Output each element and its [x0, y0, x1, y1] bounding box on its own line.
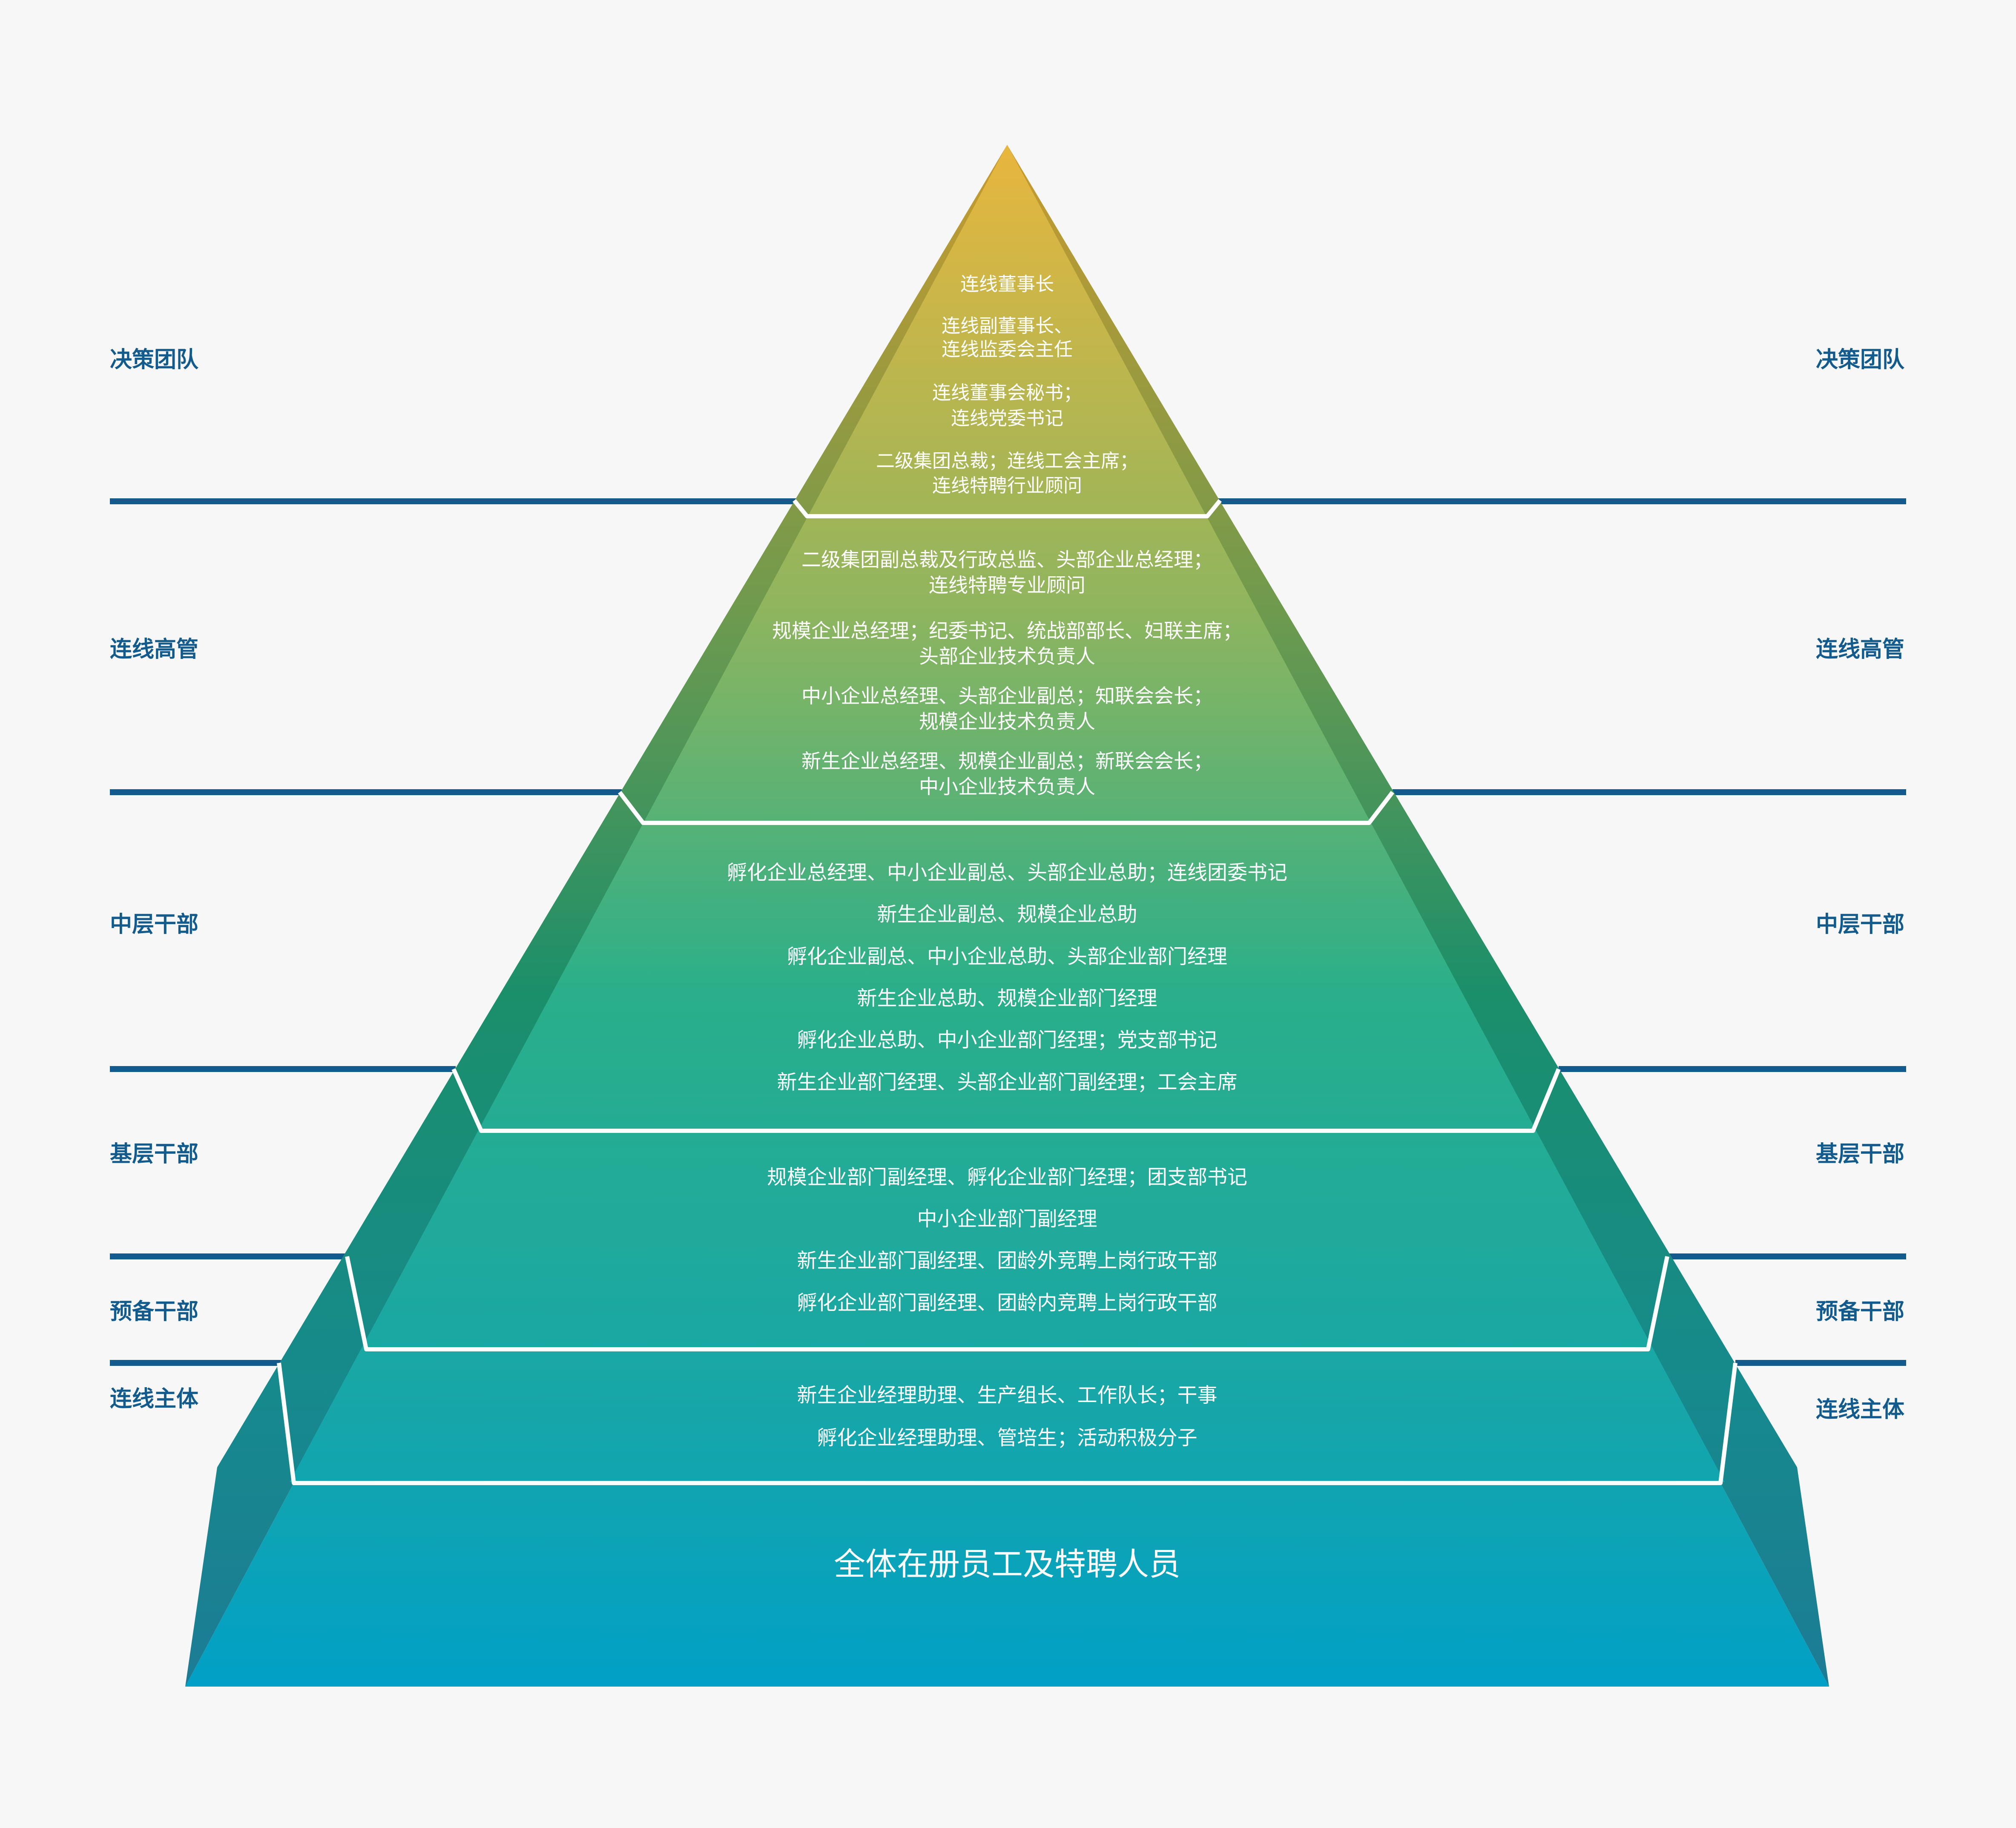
tier-executive: 二级集团副总裁及行政总监、头部企业总经理； 连线特聘专业顾问 规模企业总经理；纪…	[772, 549, 1242, 798]
tier-line: 连线副董事长、	[942, 316, 1073, 336]
tier-base: 全体在册员工及特聘人员	[834, 1546, 1180, 1582]
pyramid-front-upper	[290, 145, 1725, 1482]
tier-separators	[277, 499, 1737, 1485]
tier-line: 连线特聘行业顾问	[932, 475, 1082, 496]
tier-separator	[345, 1256, 1669, 1351]
left-label-executive: 连线高管	[110, 637, 198, 662]
tier-separator	[277, 1362, 1737, 1485]
left-label-middle: 中层干部	[110, 912, 198, 937]
right-label-reserve: 预备干部	[1816, 1299, 1904, 1324]
tier-line: 新生企业部门经理、头部企业部门副经理；工会主席	[777, 1071, 1238, 1093]
tier-line: 孵化企业经理助理、管培生；活动积极分子	[817, 1426, 1198, 1449]
left-label-decision: 决策团队	[110, 348, 199, 372]
left-label-reserve: 预备干部	[110, 1299, 198, 1324]
tier-line: 新生企业经理助理、生产组长、工作队长；干事	[797, 1384, 1218, 1406]
tier-line: 规模企业总经理；纪委书记、统战部部长、妇联主席；	[772, 620, 1242, 642]
tier-separator	[793, 499, 1222, 518]
tier-line: 新生企业副总、规模企业总助	[877, 903, 1137, 925]
tier-line: 连线监委会主任	[942, 339, 1073, 360]
tier-line: 连线党委书记	[951, 408, 1063, 429]
right-label-main: 连线主体	[1816, 1397, 1904, 1422]
tier-grassroots: 规模企业部门副经理、孵化企业部门经理；团支部书记 中小企业部门副经理 新生企业部…	[767, 1166, 1247, 1314]
left-label-grassroots: 基层干部	[110, 1142, 198, 1167]
right-label-middle: 中层干部	[1816, 912, 1904, 937]
tier-line: 孵化企业部门副经理、团龄内竞聘上岗行政干部	[797, 1291, 1218, 1314]
tier-line: 头部企业技术负责人	[919, 645, 1095, 667]
tier-middle: 孵化企业总经理、中小企业副总、头部企业总助；连线团委书记 新生企业副总、规模企业…	[727, 861, 1287, 1093]
tier-line: 连线董事长	[960, 274, 1054, 295]
tier-line: 连线特聘专业顾问	[929, 574, 1086, 596]
left-label-main: 连线主体	[110, 1387, 198, 1411]
tier-decision: 连线董事长 连线副董事长、 连线监委会主任 连线董事会秘书； 连线党委书记 二级…	[876, 274, 1138, 496]
tier-line: 中小企业技术负责人	[919, 776, 1095, 798]
tier-line: 二级集团总裁；连线工会主席；	[876, 451, 1138, 471]
tier-line: 孵化企业总经理、中小企业副总、头部企业总助；连线团委书记	[727, 861, 1287, 884]
divider-lines	[110, 498, 1906, 1366]
tier-line: 连线董事会秘书；	[932, 382, 1082, 403]
tier-line: 中小企业部门副经理	[917, 1207, 1097, 1230]
tier-base-label: 全体在册员工及特聘人员	[834, 1546, 1180, 1582]
tier-line: 二级集团副总裁及行政总监、头部企业总经理；	[801, 549, 1213, 571]
category-labels: 决策团队 决策团队 连线高管 连线高管 中层干部 中层干部 基层干部 基层干部 …	[110, 348, 1905, 1422]
tier-line: 规模企业技术负责人	[919, 710, 1095, 733]
right-label-executive: 连线高管	[1816, 637, 1904, 662]
right-label-decision: 决策团队	[1816, 348, 1905, 372]
tier-line: 新生企业总经理、规模企业副总；新联会会长；	[801, 750, 1213, 772]
tier-main: 新生企业经理助理、生产组长、工作队长；干事 孵化企业经理助理、管培生；活动积极分…	[797, 1384, 1218, 1449]
right-label-grassroots: 基层干部	[1816, 1142, 1904, 1167]
tier-line: 中小企业总经理、头部企业副总；知联会会长；	[801, 685, 1213, 707]
tier-line: 新生企业总助、规模企业部门经理	[857, 987, 1157, 1009]
tier-line: 孵化企业总助、中小企业部门经理；党支部书记	[797, 1029, 1218, 1051]
tier-line: 孵化企业副总、中小企业总助、头部企业部门经理	[787, 945, 1227, 968]
tier-separator	[618, 790, 1394, 825]
pyramid	[185, 145, 1829, 1687]
tier-separator	[451, 1068, 1561, 1133]
tier-line: 新生企业部门副经理、团龄外竞聘上岗行政干部	[797, 1249, 1218, 1272]
tier-line: 规模企业部门副经理、孵化企业部门经理；团支部书记	[767, 1166, 1247, 1188]
